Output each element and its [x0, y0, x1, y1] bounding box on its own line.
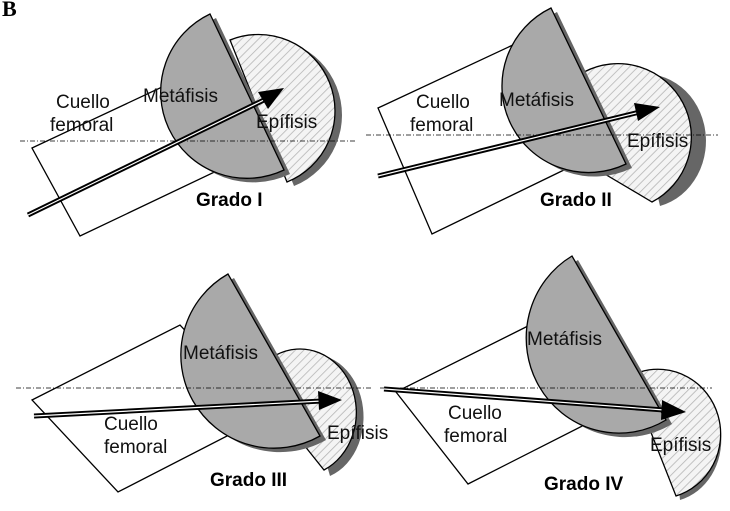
neck-label-line1: Cuello [104, 414, 158, 435]
arrowhead-icon [661, 400, 686, 420]
neck-axis-arrow-core [27, 97, 269, 216]
metaphysis-label: Metáfisis [527, 329, 602, 350]
neck-label-line2: femoral [444, 426, 507, 447]
neck-label-line1: Cuello [448, 403, 502, 424]
metaphysis-label: Metáfisis [143, 86, 218, 107]
arrowhead-icon [318, 391, 342, 410]
neck-label-line2: femoral [410, 115, 473, 136]
panel-letter: B [2, 0, 17, 21]
neck-axis-arrow-core [383, 388, 665, 411]
epiphysis-label: Epífisis [256, 112, 317, 133]
arrowhead-icon [258, 88, 284, 109]
metaphysis-shape [501, 7, 627, 174]
neck-axis-arrow-core [377, 111, 641, 177]
arrowhead-icon [634, 103, 660, 121]
grade-label: Grado III [210, 470, 287, 491]
grade-label: Grado IV [544, 474, 624, 495]
neck-label-line2: femoral [104, 437, 167, 458]
epiphysis-shape [275, 348, 358, 471]
metaphysis-label: Metáfisis [499, 90, 574, 111]
neck-axis-arrow-core [33, 400, 323, 417]
epiphysis-shape [229, 33, 336, 183]
metaphysis-label: Metáfisis [183, 343, 258, 364]
neck-label-line1: Cuello [416, 92, 470, 113]
panel-grado-2: Cuello femoral Metáfisis Epífisis Grado … [366, 7, 718, 235]
grade-label: Grado I [196, 190, 263, 211]
neck-label-line1: Cuello [56, 92, 110, 113]
panel-grado-1: Cuello femoral Metáfisis Epífisis Grado … [20, 13, 355, 237]
panel-grado-4: Metáfisis Cuello femoral Epífisis Grado … [380, 255, 722, 500]
metaphysis-shape [525, 255, 667, 434]
epiphysis-shape [639, 368, 722, 497]
epiphysis-label: Epífisis [327, 423, 388, 444]
epiphysis-label: Epífisis [650, 435, 711, 456]
epiphysis-label: Epífisis [627, 131, 688, 152]
grade-label: Grado II [540, 190, 612, 211]
panel-grado-3: Metáfisis Cuello femoral Epífisis Grado … [16, 273, 388, 493]
neck-label-line2: femoral [50, 115, 113, 136]
